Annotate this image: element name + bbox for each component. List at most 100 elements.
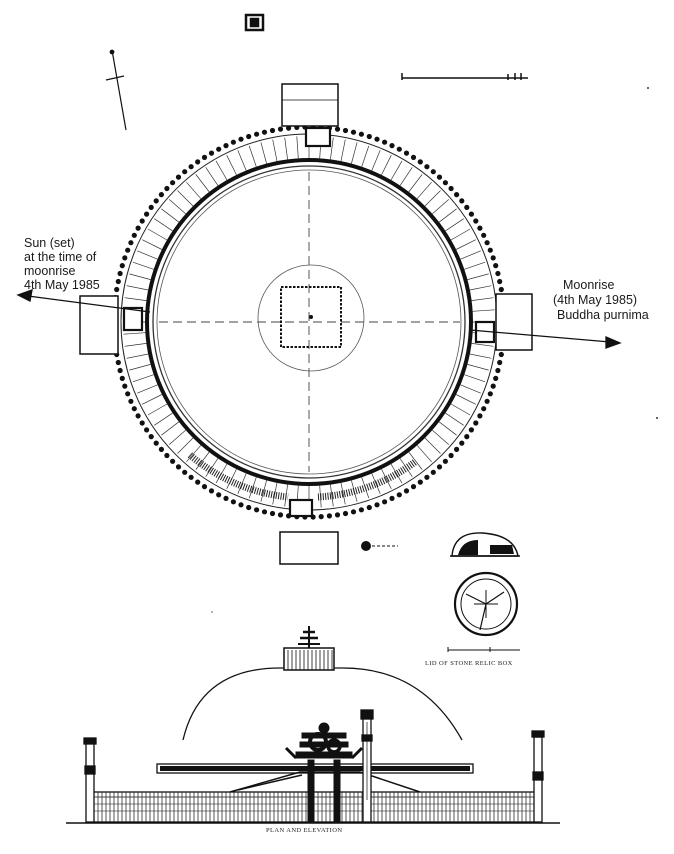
terrace-segment bbox=[445, 218, 464, 232]
terrace-segment bbox=[154, 412, 173, 426]
railing-post bbox=[135, 413, 141, 419]
railing-post bbox=[342, 127, 349, 134]
railing-post bbox=[139, 218, 145, 224]
terrace-segment bbox=[464, 374, 486, 383]
stupa-elevation bbox=[66, 626, 560, 824]
railing-post bbox=[114, 286, 120, 293]
railing-post bbox=[122, 255, 128, 261]
terrace-segment bbox=[126, 353, 149, 359]
railing-post bbox=[473, 420, 479, 426]
railing-post bbox=[188, 474, 194, 480]
railing-post bbox=[153, 440, 159, 446]
railing-post bbox=[436, 464, 443, 470]
railing-post bbox=[410, 154, 417, 160]
terrace-segment bbox=[168, 429, 186, 445]
railing-post bbox=[269, 127, 276, 134]
railing-post bbox=[164, 185, 170, 192]
railing-post bbox=[358, 131, 364, 137]
west-gateway bbox=[79, 295, 144, 355]
stray-mark bbox=[647, 87, 649, 89]
railing-post bbox=[374, 502, 380, 508]
railing-post bbox=[477, 413, 483, 419]
railing-post bbox=[201, 154, 208, 160]
railing-post bbox=[125, 391, 131, 397]
terrace-band bbox=[156, 763, 474, 774]
railing-post bbox=[182, 169, 188, 175]
terrace-segment bbox=[126, 285, 149, 291]
terrace-segment bbox=[460, 250, 481, 260]
railing-post bbox=[473, 218, 479, 224]
railing-post bbox=[495, 270, 501, 277]
terrace-segment bbox=[142, 394, 163, 405]
moonrise-arrow bbox=[469, 329, 622, 349]
terrace-segment bbox=[147, 403, 168, 416]
railing-post bbox=[182, 469, 188, 475]
railing-post bbox=[119, 375, 125, 381]
terrace-segment bbox=[381, 468, 392, 489]
terrace-segment bbox=[137, 384, 158, 394]
railing-post bbox=[490, 383, 496, 389]
railing-post bbox=[144, 211, 150, 217]
terrace-segment bbox=[129, 273, 151, 280]
railing-post bbox=[497, 359, 503, 366]
railing-post bbox=[459, 198, 465, 204]
terrace-segment bbox=[124, 343, 147, 347]
terrace-segment bbox=[186, 445, 202, 463]
railing-post bbox=[170, 458, 176, 464]
terrace-segment bbox=[137, 250, 158, 260]
railing-post bbox=[246, 504, 252, 511]
stairway-south-east bbox=[317, 459, 418, 501]
terrace-segment bbox=[260, 480, 267, 502]
terrace-segment bbox=[450, 403, 471, 416]
railing-post bbox=[487, 247, 493, 253]
railing-post bbox=[216, 146, 222, 152]
terrace-segment bbox=[432, 199, 450, 215]
north-gateway bbox=[281, 83, 339, 148]
east-gateway bbox=[474, 293, 533, 351]
dome-base-thick bbox=[145, 158, 473, 486]
railing-post bbox=[277, 126, 284, 132]
terrace-segment bbox=[248, 477, 257, 499]
dome-inner-ring bbox=[152, 165, 466, 479]
railing-post bbox=[481, 232, 487, 238]
railing-post bbox=[403, 488, 410, 494]
terrace-segment bbox=[464, 261, 486, 270]
railing-post bbox=[208, 488, 215, 494]
terrace-segment bbox=[371, 473, 381, 494]
railing-post bbox=[468, 211, 474, 217]
terrace-segment bbox=[132, 374, 154, 383]
plan-elevation-caption: PLAN AND ELEVATION bbox=[266, 827, 343, 834]
ground-railing bbox=[89, 791, 541, 823]
railing-post bbox=[464, 204, 470, 210]
terrace-segment bbox=[455, 394, 476, 405]
terrace-segment bbox=[142, 239, 163, 250]
railing-post bbox=[148, 204, 154, 210]
terrace-segment bbox=[424, 190, 441, 207]
railing-post bbox=[158, 446, 164, 452]
terrace-segment bbox=[445, 412, 464, 426]
railing-post bbox=[342, 510, 349, 517]
railing-post bbox=[350, 509, 357, 515]
railing-post bbox=[261, 129, 268, 135]
relic-box-caption: LID OF STONE RELIC BOX bbox=[425, 660, 513, 667]
sun-set-arrow bbox=[16, 289, 151, 313]
terrace-segment bbox=[248, 145, 257, 167]
stray-mark bbox=[211, 611, 213, 613]
terrace-segment bbox=[296, 136, 299, 159]
railing-post bbox=[430, 169, 436, 175]
moonrise-label-line-3: Buddha purnima bbox=[557, 308, 649, 322]
terrace-segment bbox=[168, 199, 186, 215]
dome-outline bbox=[182, 667, 463, 741]
terrace-segment bbox=[371, 150, 381, 171]
relic-box-lid-elevation bbox=[450, 532, 520, 557]
railing-post bbox=[396, 146, 402, 152]
terrace-segment bbox=[154, 218, 173, 232]
railing-post bbox=[448, 452, 454, 459]
railing-post bbox=[175, 464, 182, 470]
terrace-segment bbox=[450, 228, 471, 241]
terrace-segment bbox=[161, 208, 180, 223]
railing-post bbox=[175, 174, 182, 180]
railing-post bbox=[201, 484, 208, 490]
railing-post bbox=[448, 185, 454, 192]
terrace-segment bbox=[284, 137, 288, 160]
